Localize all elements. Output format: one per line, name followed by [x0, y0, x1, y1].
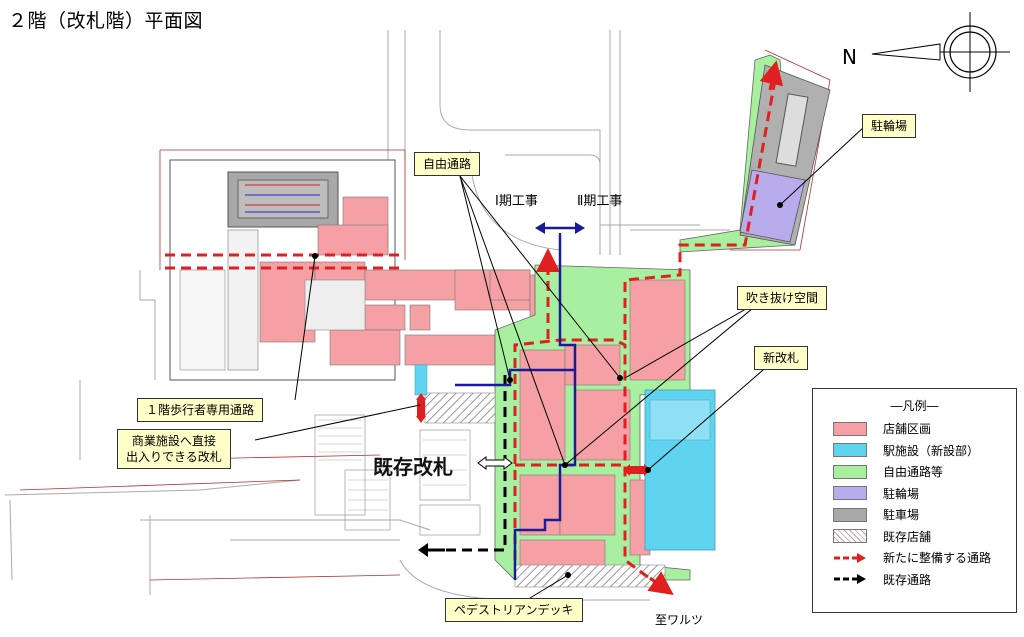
legend-swatch-bicycle [833, 486, 867, 501]
existing-gate-arrow [477, 456, 513, 470]
compass-icon [871, 12, 1010, 92]
legend-black-arrow-icon [834, 574, 866, 585]
callout-new-gate: 新改札 [754, 346, 809, 370]
callout-free-passage: 自由通路 [414, 152, 481, 176]
legend-label: 新たに整備する通路 [883, 551, 992, 566]
property-boundaries [19, 49, 831, 581]
callout-atrium: 吹き抜け空間 [737, 286, 828, 310]
to-waltz-label: 至ワルツ [655, 613, 704, 627]
existing-station-stairs [314, 414, 481, 536]
legend-label: 駐輪場 [883, 486, 920, 501]
callout-commercial-gate-line2: 出入りできる改札 [126, 450, 222, 464]
legend-swatch-station [833, 443, 867, 458]
callout-pedestrian-only: １階歩行者専用通路 [137, 398, 264, 422]
legend-item: 既存通路 [813, 569, 1016, 591]
bicycle-parking-building [739, 64, 831, 246]
legend-label: 店舗区画 [883, 422, 932, 437]
legend-red-arrow-icon [834, 552, 866, 563]
legend-item: 駐輪場 [813, 483, 1016, 505]
legend-title: ―凡例― [890, 399, 939, 413]
phase1-label: Ⅰ期工事 [495, 194, 538, 209]
callout-commercial-gate: 商業施設へ直接 出入りできる改札 [117, 429, 231, 469]
legend-swatch-shop [833, 421, 867, 436]
callout-bicycle-parking: 駐輪場 [862, 114, 917, 138]
construction-phase-boundary [455, 233, 577, 580]
legend-item: 駅施設（新設部） [813, 440, 1016, 462]
legend-label: 既存店舗 [883, 529, 932, 544]
existing-shops-south [514, 564, 666, 588]
legend-label: 既存通路 [883, 572, 932, 587]
legend-label: 自由通路等 [883, 465, 944, 480]
legend-item: 既存店舗 [813, 526, 1016, 548]
legend-swatch-parking [833, 507, 867, 522]
callout-commercial-gate-line1: 商業施設へ直接 [131, 434, 216, 448]
page-title: ２階（改札階）平面図 [8, 10, 204, 32]
callout-pedestrian-deck: ペデストリアンデッキ [445, 598, 583, 622]
leader-lines [254, 125, 866, 599]
legend-swatch-free-passage [833, 464, 867, 479]
legend-item: 自由通路等 [813, 461, 1016, 483]
existing-shops-north [424, 392, 496, 424]
legend-label: 駅施設（新設部） [883, 443, 980, 458]
legend-item: 店舗区画 [813, 418, 1016, 440]
legend-item: 駐車場 [813, 504, 1016, 526]
existing-gate-label: 既存改札 [373, 455, 453, 479]
phase2-label: Ⅱ期工事 [577, 194, 623, 209]
legend-label: 駐車場 [883, 508, 920, 523]
legend: ―凡例― 店舗区画 駅施設（新設部） 自由通路等 駐輪場 駐車場 既存店舗 新た… [812, 388, 1017, 613]
legend-item: 新たに整備する通路 [813, 547, 1016, 569]
compass-north-label: N [842, 45, 857, 69]
legend-swatch-existing-shop [833, 529, 867, 544]
